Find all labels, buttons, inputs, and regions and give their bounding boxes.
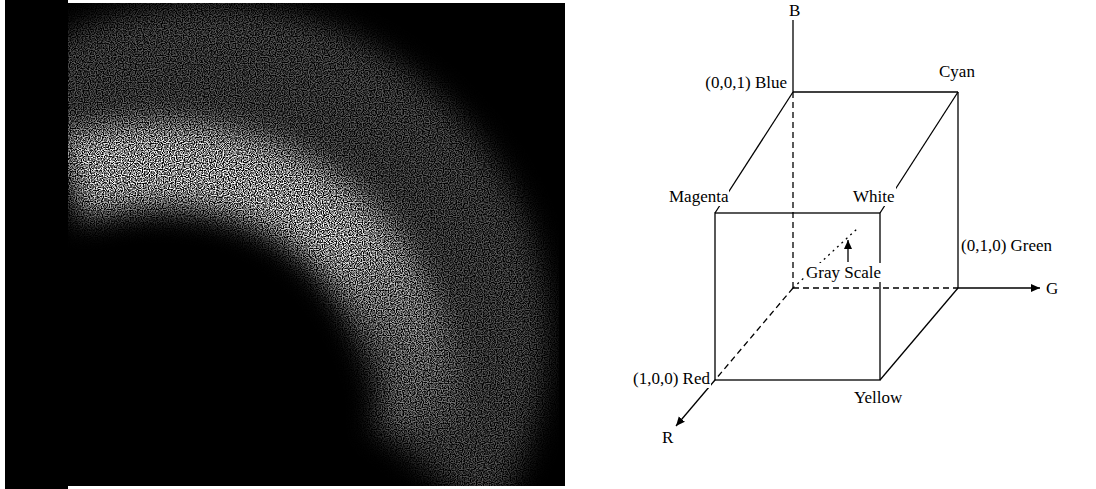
corner-label: White (852, 187, 896, 206)
noisy-image (0, 0, 565, 489)
axis-label: G (1045, 279, 1059, 298)
color-cube (676, 8, 1040, 426)
axis-label: R (661, 428, 674, 447)
corner-label: (0,0,1) Blue (704, 73, 788, 92)
corner-label: Magenta (668, 187, 729, 206)
gray-scale-label: Gray Scale (805, 263, 882, 282)
corner-label: Cyan (938, 62, 976, 81)
axis-label: B (788, 1, 801, 20)
corner-label: (0,1,0) Green (960, 236, 1053, 255)
corner-label: Yellow (853, 388, 903, 407)
corner-label: (1,0,0) Red (632, 369, 711, 388)
